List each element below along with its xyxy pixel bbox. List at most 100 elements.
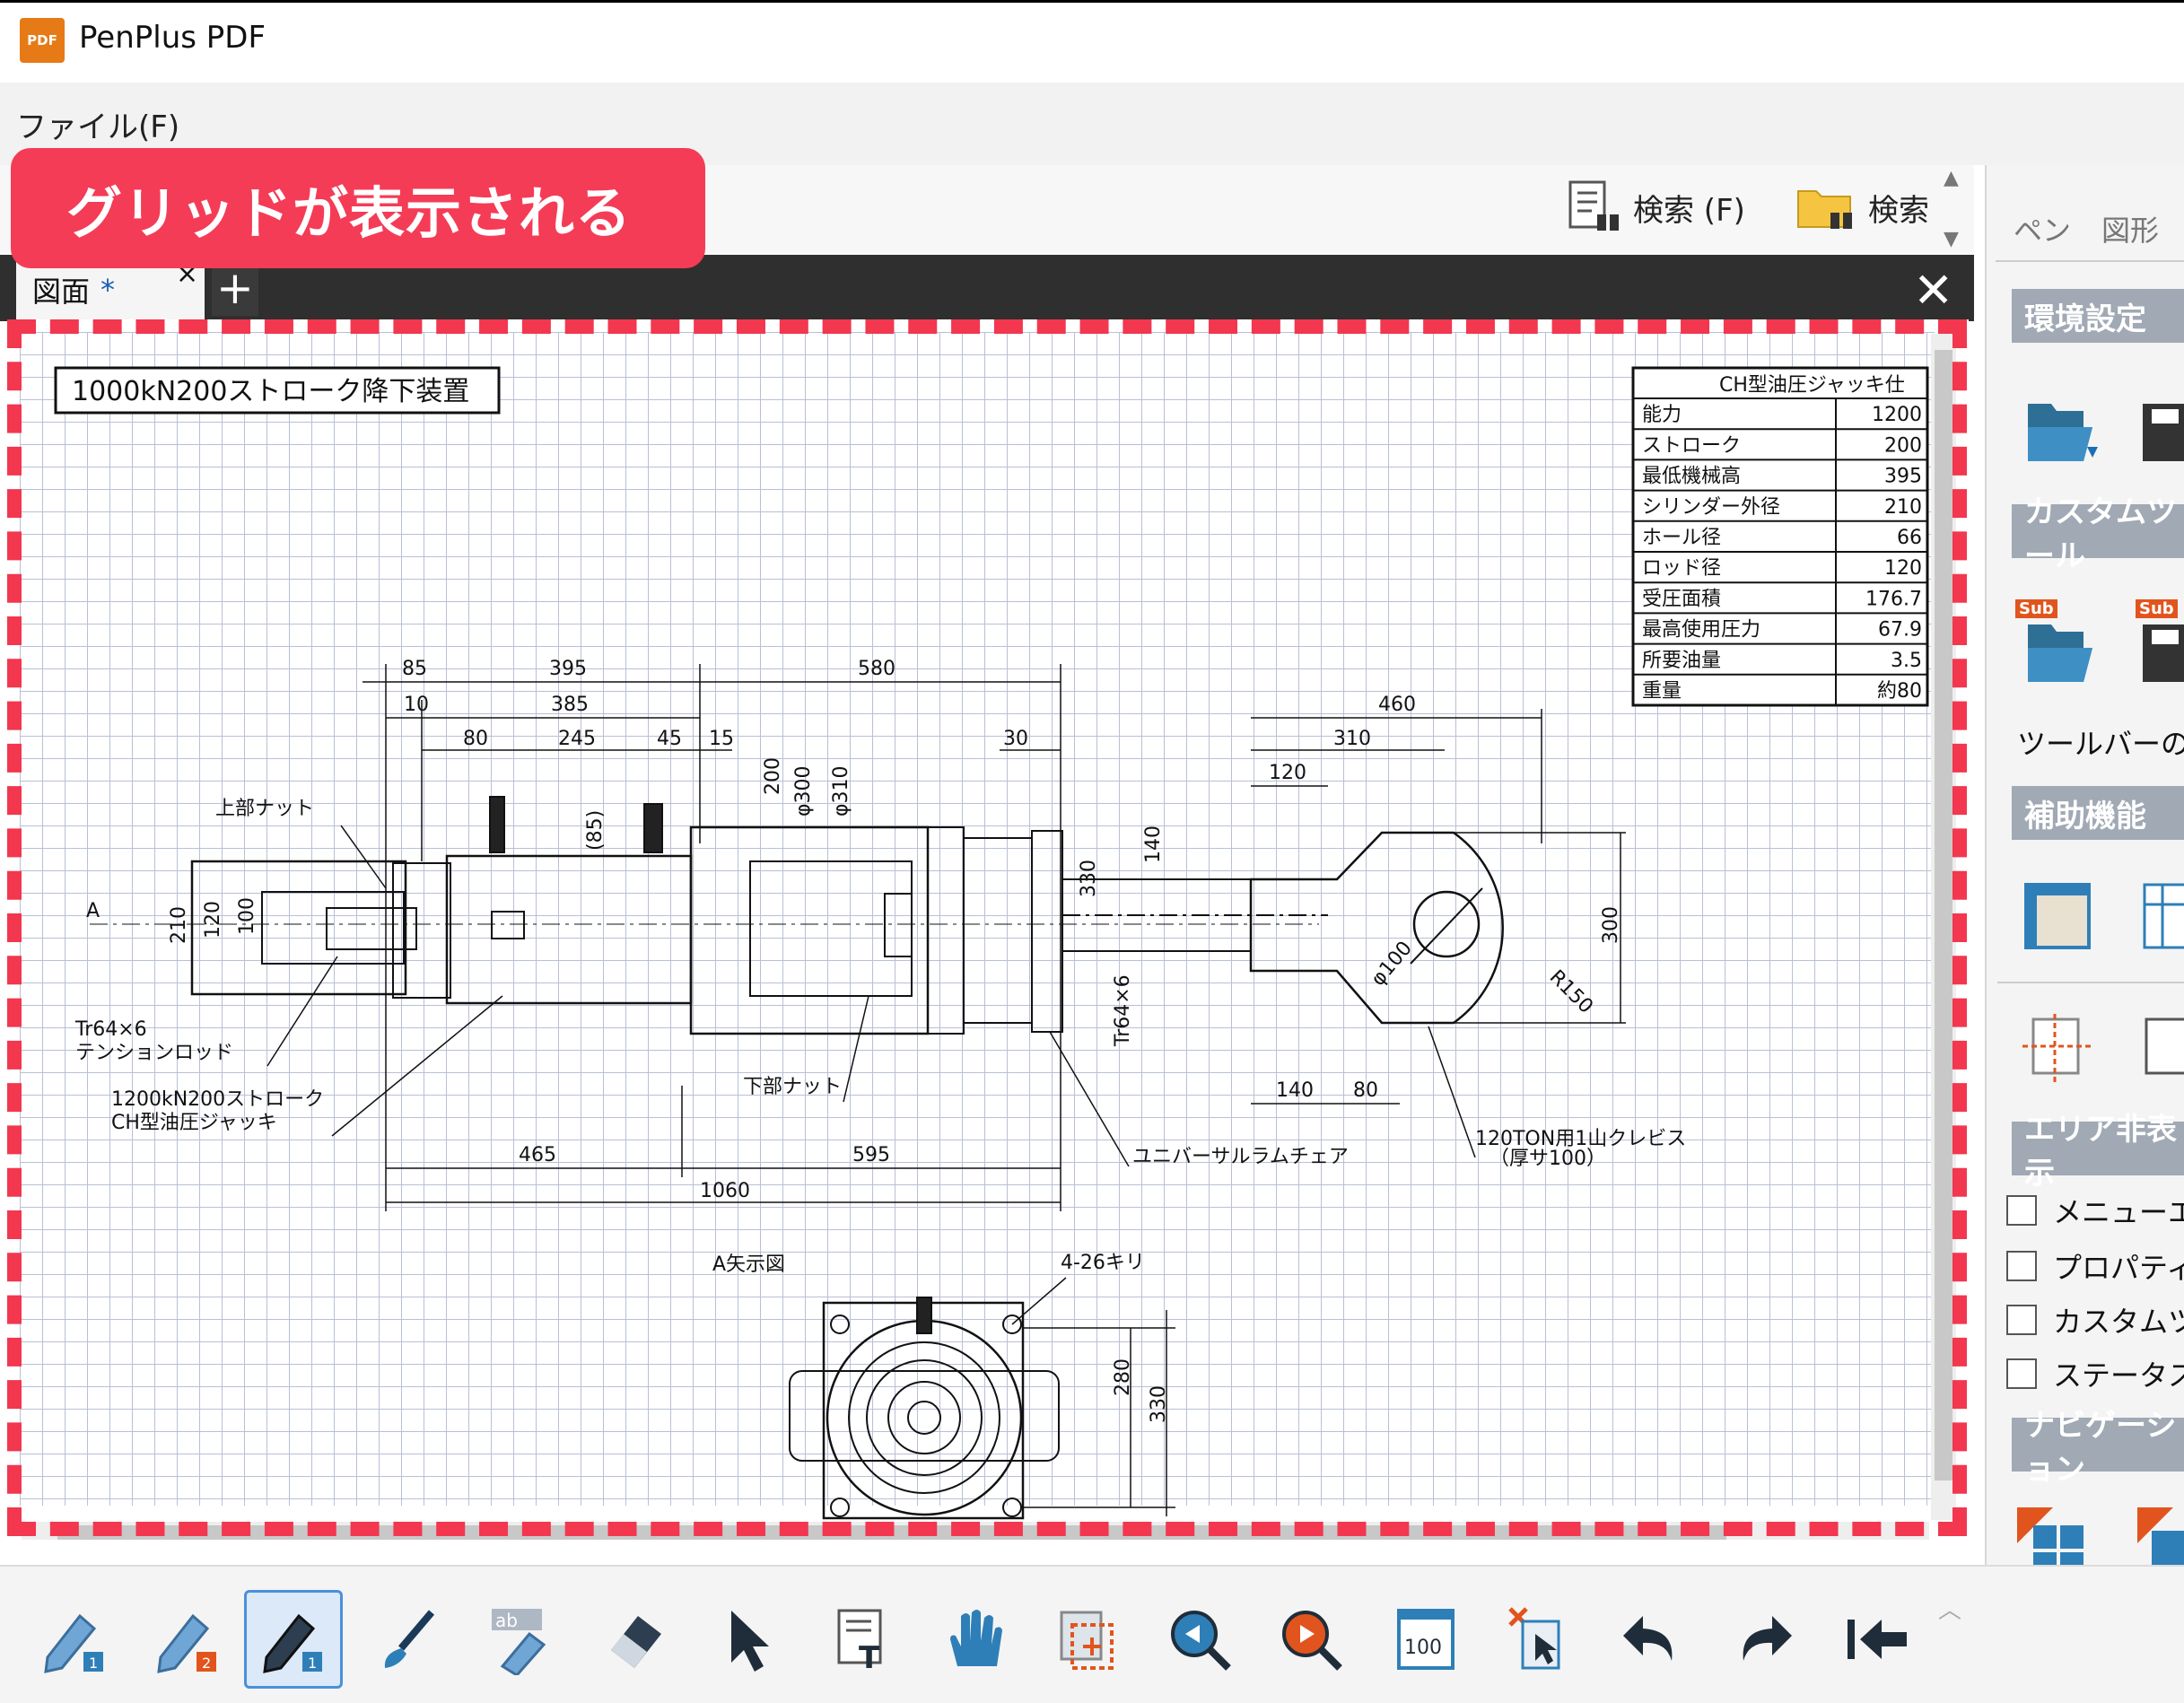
section-env-settings: 環境設定 — [2012, 289, 2184, 343]
scroll-down-icon[interactable]: ▼ — [1944, 228, 1959, 250]
spec-item: 能力 — [1642, 404, 1682, 426]
check-row-property-area[interactable]: プロパティエ — [2006, 1244, 2184, 1288]
add-tab-button[interactable]: + — [212, 260, 258, 316]
snap-grid-icon[interactable] — [2022, 1014, 2094, 1086]
save-icon[interactable] — [2139, 391, 2184, 472]
check-row-menu-area[interactable]: メニューエリ — [2006, 1188, 2184, 1233]
checkbox[interactable] — [2006, 1305, 2037, 1335]
zoom-in-icon[interactable] — [1150, 1590, 1249, 1689]
horizontal-scrollbar[interactable] — [22, 1522, 1929, 1540]
check-label: ステータスバ — [2053, 1358, 2184, 1393]
sub-save-icon[interactable] — [2139, 619, 2184, 691]
undo-icon[interactable] — [1603, 1590, 1701, 1689]
title-bar — [0, 0, 2184, 85]
spec-item: ストローク — [1642, 434, 1741, 457]
svg-text:140: 140 — [1276, 1079, 1314, 1102]
svg-text:ユニバーサルラムチェア: ユニバーサルラムチェア — [1132, 1146, 1349, 1168]
svg-text:30: 30 — [1003, 728, 1028, 750]
area-select-icon[interactable] — [1037, 1590, 1136, 1689]
spec-item: 重量 — [1642, 680, 1682, 703]
brush-icon[interactable] — [361, 1590, 459, 1689]
toolbar-collapse-icon[interactable]: ︿ — [1938, 1597, 1962, 1624]
svg-text:上部ナット: 上部ナット — [215, 798, 314, 820]
svg-text:φ300: φ300 — [792, 765, 815, 817]
clear-select-icon[interactable] — [1489, 1590, 1588, 1689]
search-document-icon — [1568, 180, 1619, 231]
section-custom-tools: カスタムツール — [2012, 494, 2184, 574]
toolbar-config-label[interactable]: ツールバーの配 — [2017, 727, 2184, 761]
svg-text:下部ナット: 下部ナット — [743, 1076, 842, 1098]
checkbox[interactable] — [2006, 1251, 2037, 1281]
spec-item: シリンダー外径 — [1642, 496, 1780, 519]
checkbox[interactable] — [2006, 1195, 2037, 1226]
bookmark-nav-icon[interactable] — [2134, 1504, 2184, 1585]
svg-text:45: 45 — [657, 728, 682, 750]
annotation-callout: グリッドが表示される — [11, 148, 705, 268]
vertical-scrollbar[interactable] — [1931, 334, 1956, 1520]
spec-value: 1200 — [1872, 404, 1922, 426]
search-file-label: 検索 (F) — [1633, 192, 1745, 229]
spec-item: 最低機械高 — [1642, 466, 1741, 488]
horizontal-scroll-thumb[interactable] — [57, 1525, 1726, 1540]
open-folder-icon[interactable] — [2021, 391, 2101, 472]
text-highlight-icon[interactable]: ab — [474, 1590, 572, 1689]
svg-text:245: 245 — [558, 728, 596, 750]
marker-icon[interactable]: 1 — [244, 1590, 343, 1689]
redo-icon[interactable] — [1714, 1590, 1813, 1689]
check-row-status-bar[interactable]: ステータスバ — [2006, 1351, 2184, 1396]
search-file-button[interactable]: 検索 (F) — [1565, 176, 1745, 239]
svg-text:100: 100 — [1404, 1637, 1442, 1659]
drawing-title: 1000kN200ストローク降下装置 — [72, 376, 469, 407]
check-label: メニューエリ — [2053, 1195, 2184, 1229]
svg-text:310: 310 — [1333, 728, 1371, 750]
tab-pen[interactable]: ペン — [2014, 214, 2072, 248]
modified-mark: * — [100, 273, 116, 307]
svg-text:(85): (85) — [584, 810, 607, 851]
svg-text:460: 460 — [1378, 694, 1416, 716]
check-row-custom-tool[interactable]: カスタムツー — [2006, 1297, 2184, 1342]
sub-open-folder-icon[interactable] — [2021, 619, 2101, 691]
close-document-icon[interactable]: ✕ — [1913, 262, 1954, 319]
app-icon: PDF — [20, 18, 65, 63]
svg-text:100: 100 — [236, 897, 258, 935]
svg-text:10: 10 — [404, 694, 429, 716]
svg-text:テンションロッド: テンションロッド — [75, 1042, 233, 1064]
spec-item: ロッド径 — [1642, 557, 1721, 580]
eraser-icon[interactable] — [585, 1590, 684, 1689]
svg-text:465: 465 — [519, 1144, 556, 1166]
pen-1-icon[interactable]: 1 — [25, 1590, 124, 1689]
technical-drawing: 1000kN200ストローク降下装置 CH型油圧ジャッキ仕 能力 1200 ストロー… — [54, 366, 1929, 1520]
spec-item: 受圧面積 — [1642, 588, 1721, 610]
grid-table-icon[interactable] — [2141, 881, 2184, 953]
hand-icon[interactable] — [924, 1590, 1023, 1689]
text-tool-icon[interactable]: T — [813, 1590, 912, 1689]
tab-shape[interactable]: 図形 — [2101, 214, 2160, 248]
select-arrow-icon[interactable] — [700, 1590, 799, 1689]
first-page-icon[interactable] — [1827, 1590, 1926, 1689]
svg-text:580: 580 — [858, 658, 895, 680]
svg-text:395: 395 — [549, 658, 587, 680]
svg-text:85: 85 — [402, 658, 427, 680]
pen-2-icon[interactable]: 2 — [138, 1590, 237, 1689]
svg-text:（厚サ100）: （厚サ100） — [1489, 1148, 1606, 1170]
search-folder-button[interactable]: 検索 — [1795, 176, 1929, 239]
svg-text:140: 140 — [1142, 825, 1165, 863]
menu-file[interactable]: ファイル(F) — [16, 109, 180, 145]
document-option-icon[interactable] — [2141, 1014, 2184, 1086]
document-tab[interactable]: 図面 * — [16, 258, 205, 321]
window-title: PenPlus PDF — [79, 20, 266, 56]
spec-table-title: CH型油圧ジャッキ仕 — [1719, 374, 1905, 397]
svg-text:120: 120 — [1269, 762, 1306, 784]
document-canvas[interactable]: 1000kN200ストローク降下装置 CH型油圧ジャッキ仕 能力 1200 ストロー… — [7, 319, 1969, 1540]
grid-ruler-icon[interactable] — [2022, 881, 2094, 953]
spec-item: 所要油量 — [1642, 650, 1721, 672]
vertical-scroll-thumb[interactable] — [1935, 350, 1952, 1480]
spec-value: 120 — [1884, 557, 1922, 580]
svg-text:120TON用1山クレビス: 120TON用1山クレビス — [1475, 1128, 1686, 1150]
zoom-out-icon[interactable] — [1262, 1590, 1360, 1689]
svg-text:T: T — [859, 1640, 880, 1675]
zoom-100-icon[interactable]: 100 — [1376, 1590, 1475, 1689]
scroll-up-icon[interactable]: ▲ — [1944, 167, 1959, 189]
checkbox[interactable] — [2006, 1358, 2037, 1389]
spec-value: 395 — [1884, 466, 1922, 488]
